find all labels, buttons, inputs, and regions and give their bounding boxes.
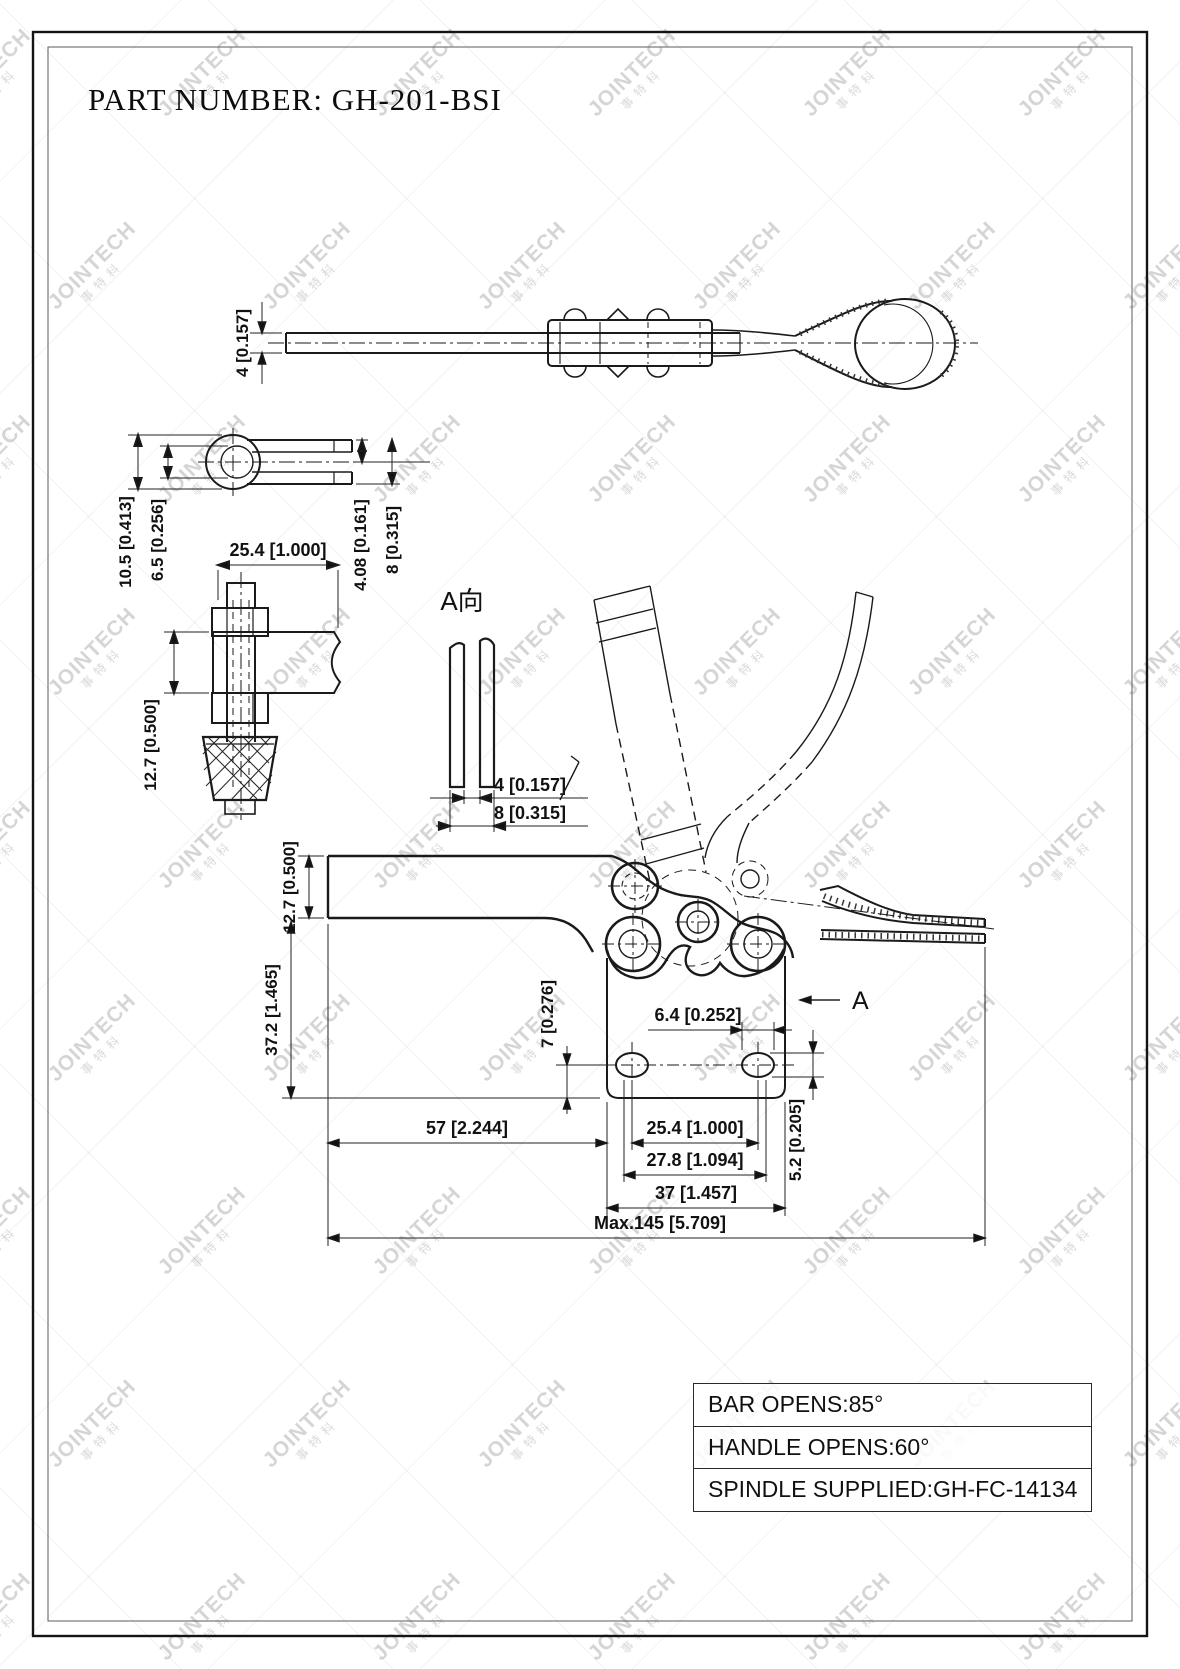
spec-row-spindle-supplied: SPINDLE SUPPLIED:GH-FC-14134 (694, 1469, 1091, 1511)
dim-clevis-inner-height: 6.5 [0.256] (148, 499, 167, 581)
sheet-border (31, 30, 1149, 1638)
spec-table: BAR OPENS:85° HANDLE OPENS:60° SPINDLE S… (693, 1383, 1092, 1512)
main-view: 12.7 [0.500] 37.2 [1.465] 7 [0.276] 6.4 … (262, 585, 995, 1246)
spec-handle-opens-label: HANDLE OPENS:60° (708, 1433, 930, 1460)
dim-top-bar-thickness-label: 4 [0.157] (233, 309, 252, 377)
dim-main-base-height: 37.2 [1.465] (262, 964, 281, 1056)
dim-main-bar-height: 12.7 [0.500] (280, 841, 299, 933)
dim-spindle-width (217, 564, 339, 628)
section-a-label: A向 (440, 586, 483, 616)
dim-section-outer: 8 [0.315] (494, 803, 566, 823)
spec-spindle-supplied-label: SPINDLE SUPPLIED:GH-FC-14134 (708, 1476, 1078, 1503)
bar-closed (326, 854, 612, 953)
spec-bar-opens-label: BAR OPENS:85° (708, 1391, 884, 1418)
dim-spindle-width-label: 25.4 [1.000] (229, 540, 326, 560)
spec-row-bar-opens: BAR OPENS:85° (694, 1384, 1091, 1427)
dim-main-slot-height: 5.2 [0.205] (786, 1099, 805, 1181)
dim-main-base-width: 37 [1.457] (655, 1183, 737, 1203)
dim-main-hole-cc: 25.4 [1.000] (646, 1118, 743, 1138)
mounting-holes (598, 1042, 795, 1090)
spindle-view: 25.4 [1.000] 12.7 [0.500] (141, 540, 342, 820)
pad-crosshatch (202, 736, 277, 801)
dim-clevis-outer-height: 10.5 [0.413] (116, 496, 135, 588)
dim-main-bar-reach: 57 [2.244] (426, 1118, 508, 1138)
section-a-view: A向 4 [0.157] 8 [0.315] (430, 586, 588, 832)
top-view: 4 [0.157] (233, 298, 978, 390)
dim-spindle-bar-height-label: 12.7 [0.500] (141, 699, 160, 791)
spec-row-handle-opens: HANDLE OPENS:60° (694, 1427, 1091, 1469)
pivot-rivets (602, 859, 789, 975)
dim-main-slot-span: 27.8 [1.094] (646, 1150, 743, 1170)
dim-main-hole-dia: 6.4 [0.252] (654, 1005, 741, 1025)
part-number-title: PART NUMBER: GH-201-BSI (88, 82, 502, 117)
dim-clevis-hole: 4.08 [0.161] (351, 499, 370, 591)
clevis-view: 10.5 [0.413] 6.5 [0.256] 4.08 [0.161] 8 … (116, 428, 430, 591)
bar-open-position (559, 585, 707, 883)
handle-open-position (704, 591, 874, 864)
dim-main-hole-to-bottom: 7 [0.276] (538, 980, 557, 1048)
handle-closed (743, 884, 995, 944)
dim-clevis-prong-span: 8 [0.315] (383, 506, 402, 574)
dim-section-gap: 4 [0.157] (494, 775, 566, 795)
dim-main-max-length: Max.145 [5.709] (594, 1213, 726, 1233)
section-arrow-label: A (852, 987, 869, 1015)
